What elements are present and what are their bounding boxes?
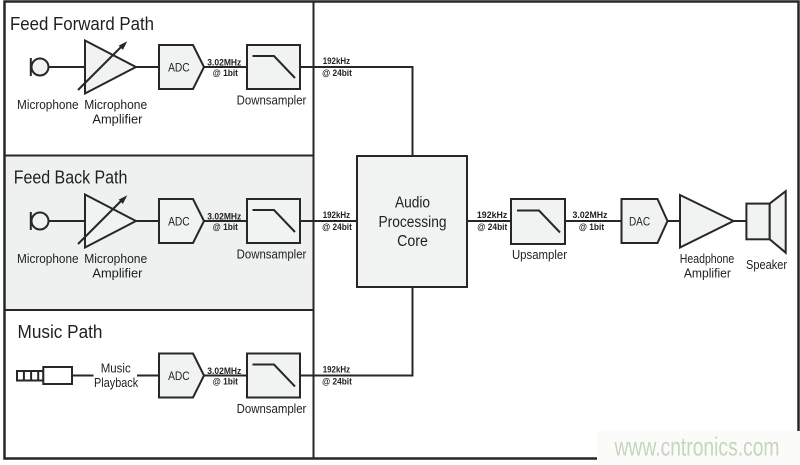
svg-text:Downsampler: Downsampler (237, 401, 307, 416)
svg-text:Microphone: Microphone (17, 97, 79, 112)
svg-text:Core: Core (397, 233, 428, 250)
svg-text:Music: Music (101, 361, 131, 376)
svg-text:Speaker: Speaker (746, 257, 788, 272)
svg-text:192kHz: 192kHz (477, 210, 508, 220)
svg-text:Processing: Processing (379, 214, 447, 231)
svg-text:@ 24bit: @ 24bit (322, 222, 352, 232)
svg-text:Downsampler: Downsampler (237, 246, 307, 261)
svg-text:Downsampler: Downsampler (237, 92, 307, 107)
svg-text:Audio: Audio (395, 195, 430, 212)
svg-text:Feed Back Path: Feed Back Path (14, 168, 128, 188)
svg-text:192kHz: 192kHz (323, 56, 351, 66)
svg-text:ADC: ADC (168, 61, 190, 75)
svg-text:@ 1bit: @ 1bit (579, 222, 604, 232)
svg-text:Feed Forward Path: Feed Forward Path (10, 14, 154, 34)
svg-text:192kHz: 192kHz (323, 365, 351, 375)
svg-text:www.cntronics.com: www.cntronics.com (614, 432, 780, 462)
svg-text:3.02MHz: 3.02MHz (573, 210, 608, 220)
svg-text:Music Path: Music Path (18, 322, 103, 342)
svg-text:ADC: ADC (168, 369, 190, 383)
svg-text:Microphone: Microphone (84, 251, 147, 266)
svg-text:@ 24bit: @ 24bit (477, 222, 507, 232)
svg-text:DAC: DAC (629, 214, 650, 228)
svg-text:Amplifier: Amplifier (92, 266, 143, 281)
svg-text:@ 1bit: @ 1bit (213, 222, 238, 232)
svg-text:@ 24bit: @ 24bit (322, 68, 352, 78)
svg-text:Upsampler: Upsampler (512, 247, 568, 262)
svg-text:Microphone: Microphone (17, 251, 79, 266)
svg-text:192kHz: 192kHz (323, 210, 351, 220)
svg-text:Microphone: Microphone (84, 97, 147, 112)
svg-text:Amplifier: Amplifier (92, 112, 143, 127)
svg-text:3.02MHz: 3.02MHz (207, 212, 241, 222)
svg-text:Amplifier: Amplifier (684, 266, 732, 281)
svg-text:@ 1bit: @ 1bit (213, 68, 238, 78)
svg-text:ADC: ADC (168, 215, 190, 229)
svg-text:@ 24bit: @ 24bit (322, 377, 352, 387)
svg-text:Playback: Playback (94, 375, 139, 390)
svg-text:@ 1bit: @ 1bit (213, 376, 238, 386)
svg-text:3.02MHz: 3.02MHz (207, 58, 241, 68)
svg-text:3.02MHz: 3.02MHz (207, 366, 241, 376)
svg-text:Headphone: Headphone (680, 251, 735, 266)
